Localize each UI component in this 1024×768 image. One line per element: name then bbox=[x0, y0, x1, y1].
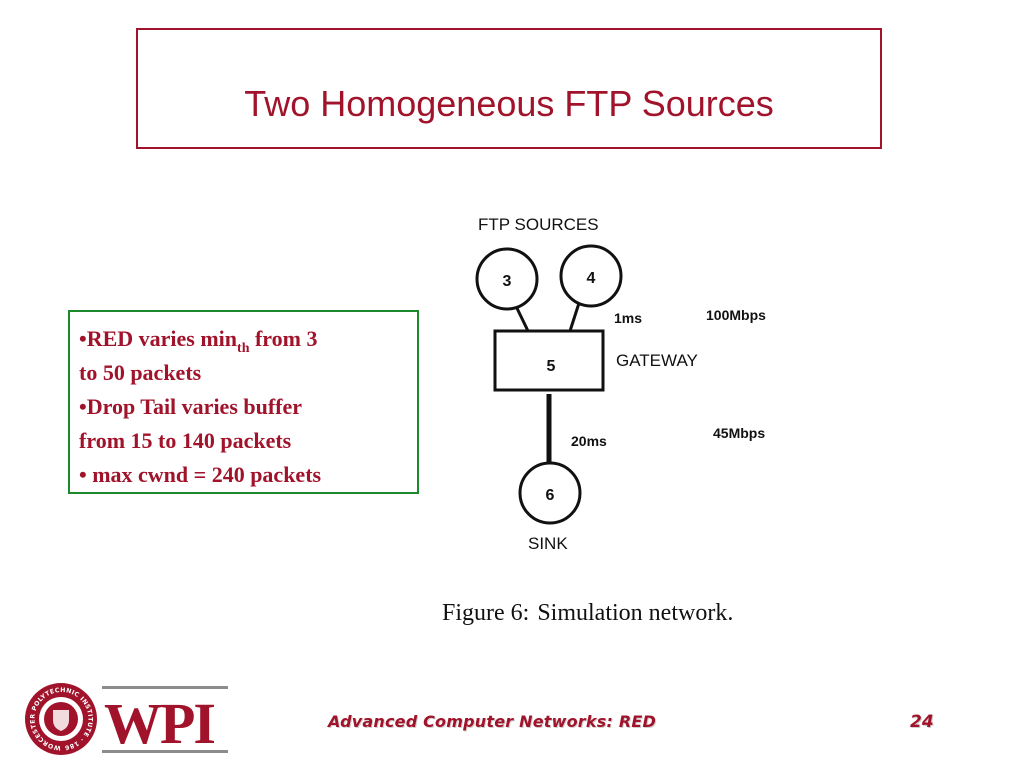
bullet-line-5: • max cwnd = 240 packets bbox=[79, 462, 322, 487]
ftp-sources-label: FTP SOURCES bbox=[478, 215, 599, 234]
node-4-label: 4 bbox=[587, 270, 596, 287]
link-bottom-delay: 20ms bbox=[571, 433, 607, 449]
bullet-1-subscript: th bbox=[237, 341, 250, 356]
node-6 bbox=[518, 461, 582, 525]
node-5-label: 5 bbox=[547, 358, 556, 375]
logo-text: WPI bbox=[104, 691, 214, 756]
figure-text: Simulation network. bbox=[537, 600, 734, 626]
slide-title: Two Homogeneous FTP Sources bbox=[244, 82, 774, 124]
sink-label: SINK bbox=[528, 534, 568, 553]
bullet-line-1: •RED varies minth from 3 bbox=[79, 322, 411, 356]
gateway-label: GATEWAY bbox=[616, 351, 698, 370]
bullet-1-prefix: •RED varies min bbox=[79, 326, 238, 351]
network-diagram: FTP SOURCES 3 4 5 6 1ms 100Mbps GATEWAY … bbox=[475, 215, 766, 553]
link-4-5 bbox=[568, 299, 582, 332]
bullet-line-4: from 15 to 140 packets bbox=[79, 428, 292, 453]
node-3 bbox=[475, 247, 539, 311]
bullet-line-3: •Drop Tail varies buffer bbox=[79, 394, 303, 419]
link-top-bandwidth: 100Mbps bbox=[706, 307, 766, 323]
logo-bar-top-icon bbox=[102, 686, 228, 689]
logo-bar-bottom-icon bbox=[102, 750, 228, 753]
footer-course-title: Advanced Computer Networks: RED bbox=[328, 712, 656, 731]
node-6-label: 6 bbox=[546, 487, 555, 504]
page-number: 24 bbox=[910, 712, 934, 732]
link-top-delay: 1ms bbox=[614, 310, 642, 326]
title-box: Two Homogeneous FTP Sources bbox=[136, 28, 882, 149]
wpi-logo: WORCESTER POLYTECHNIC INSTITUTE · 1865 W… bbox=[22, 680, 228, 756]
seal-shield-icon bbox=[53, 710, 69, 731]
link-bottom-bandwidth: 45Mbps bbox=[713, 425, 765, 441]
gateway-node bbox=[493, 329, 605, 392]
bullet-box: •RED varies minth from 3 to 50 packets •… bbox=[68, 310, 419, 494]
bullet-1-suffix: from 3 bbox=[249, 326, 318, 351]
node-4 bbox=[559, 244, 623, 308]
bullet-line-2: to 50 packets bbox=[79, 360, 202, 385]
figure-label: Figure 6: bbox=[442, 600, 530, 626]
node-3-label: 3 bbox=[503, 273, 512, 290]
figure-caption: Figure 6: Simulation network. bbox=[442, 600, 733, 627]
